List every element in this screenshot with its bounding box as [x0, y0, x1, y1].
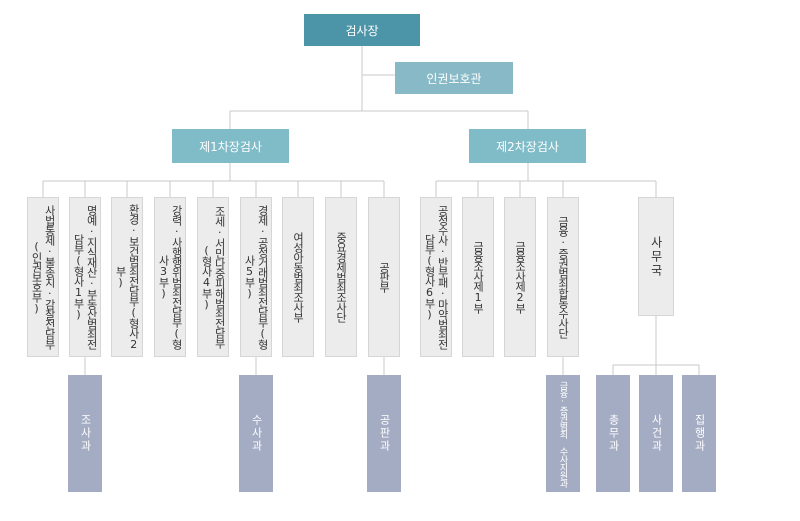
human-rights-officer-label: 인권보호관: [426, 71, 482, 86]
unit-general-affairs: 총무과: [596, 375, 630, 492]
unit-enforcement: 집행과: [682, 375, 716, 492]
deputy1-box: 제1차장검사: [172, 129, 289, 163]
dept-women-children: 여성아동범죄조사부: [282, 197, 314, 357]
chief-prosecutor-label: 검사장: [345, 23, 379, 38]
human-rights-officer-box: 인권보호관: [395, 62, 513, 94]
dept-criminal-3: 강력·사행행위범죄전담부(형사3부): [154, 197, 186, 357]
dept-secretariat: 사무국: [638, 197, 674, 316]
dept-financial-1: 금융조사제1부: [462, 197, 494, 357]
unit-case: 사건과: [639, 375, 673, 492]
dept-criminal-6: 공정수사·반부패·마약범죄전담부(형사6부): [420, 197, 452, 357]
chief-prosecutor-box: 검사장: [304, 14, 420, 46]
dept-criminal-5: 경제·공정거래범죄전담부(형사5부): [240, 197, 272, 357]
unit-financial-support: 금융·증권범죄 수사지원과: [546, 375, 580, 492]
dept-criminal-4: 조세·서민다중피해범죄전담부(형사4부): [197, 197, 229, 357]
unit-trial-affairs: 공판과: [367, 375, 401, 492]
deputy2-label: 제2차장검사: [496, 139, 559, 154]
dept-financial-2: 금융조사제2부: [504, 197, 536, 357]
unit-inquiry: 수사과: [239, 375, 273, 492]
dept-criminal-1: 명예·지식재산·부동산범죄전담부(형사1부): [69, 197, 101, 357]
dept-trial: 공판부: [368, 197, 400, 357]
dept-human-rights-division: 사법통제·불송치·감찰전담부(인권보호부): [27, 197, 59, 357]
dept-criminal-2: 환경·보건범죄전담부(형사2부): [111, 197, 143, 357]
unit-investigation: 조사과: [68, 375, 102, 492]
dept-joint-securities-task-force: 금융·증권범죄합동수사단: [547, 197, 579, 357]
dept-major-economic-crime: 중요경제범죄조사단: [325, 197, 357, 357]
deputy2-box: 제2차장검사: [469, 129, 586, 163]
deputy1-label: 제1차장검사: [199, 139, 262, 154]
